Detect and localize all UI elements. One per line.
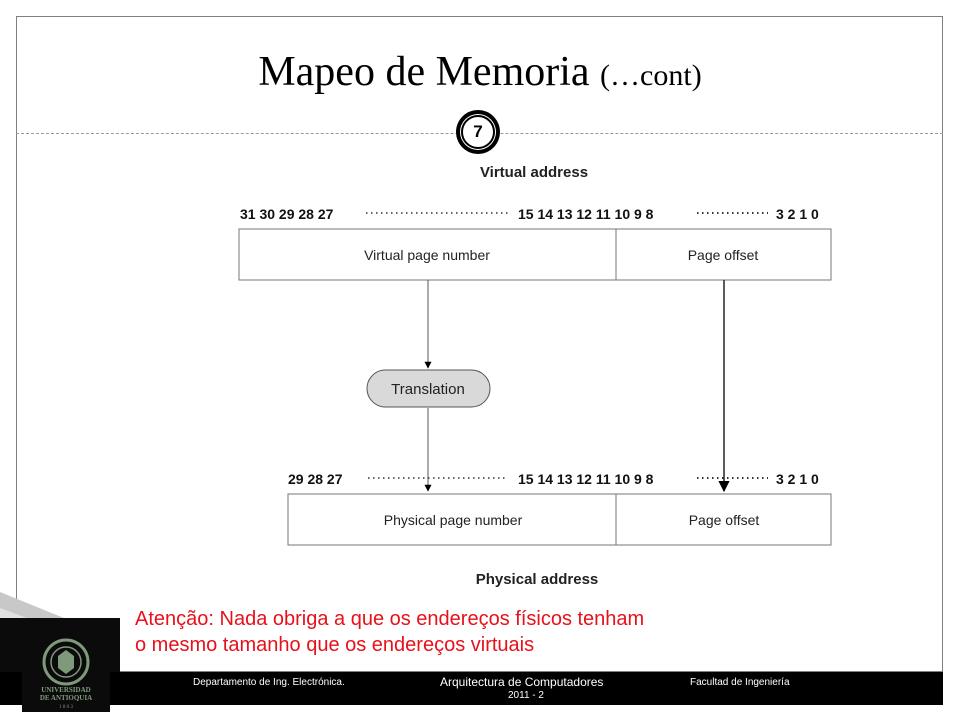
virtual-address-box (238, 228, 832, 281)
footer-bar: Departamento de Ing. Electrónica. Arquit… (0, 672, 943, 705)
virtual-bits-middle: 15 14 13 12 11 10 9 8 (518, 206, 654, 222)
logo-seal-inner (50, 646, 82, 678)
physical-page-offset-label: Page offset (689, 512, 760, 528)
page-number: 7 (461, 115, 495, 149)
address-translation-diagram: Virtual address 31 30 29 28 27 15 14 13 … (0, 164, 832, 672)
page-number-badge: 7 (456, 110, 500, 154)
footer-department: Departamento de Ing. Electrónica. (193, 677, 345, 688)
title-suffix: (…cont) (600, 59, 702, 92)
logo-text-1: UNIVERSIDAD (41, 686, 90, 694)
slide-title: Mapeo de Memoria (…cont) (0, 48, 960, 96)
virtual-page-offset-label: Page offset (688, 247, 759, 263)
logo-seal-outer (42, 638, 90, 686)
note-line-1: Atenção: Nada obriga a que os endereços … (135, 608, 645, 630)
virtual-bits-right: 3 2 1 0 (776, 206, 819, 222)
virtual-address-label: Virtual address (480, 164, 588, 181)
university-logo: UNIVERSIDAD DE ANTIOQUIA 1 8 0 3 (22, 632, 110, 712)
physical-bits-left: 29 28 27 (288, 471, 343, 487)
footer-term: 2011 - 2 (508, 690, 544, 701)
physical-address-box (287, 493, 832, 546)
logo-shield-icon (58, 650, 74, 674)
physical-bits-right: 3 2 1 0 (776, 471, 819, 487)
translation-box (366, 369, 491, 408)
physical-bits-middle: 15 14 13 12 11 10 9 8 (518, 471, 654, 487)
virtual-page-number-label: Virtual page number (364, 247, 490, 263)
footer-faculty: Facultad de Ingeniería (690, 677, 790, 688)
note-line-2: o mesmo tamanho que os endereços virtuai… (135, 634, 535, 656)
translation-label: Translation (391, 381, 465, 398)
footer-course: Arquitectura de Computadores (440, 675, 604, 689)
title-main: Mapeo de Memoria (258, 49, 590, 95)
physical-page-number-label: Physical page number (384, 512, 523, 528)
attention-note: Atenção: Nada obriga a que os endereços … (120, 600, 760, 667)
logo-text-2: DE ANTIOQUIA (40, 694, 92, 702)
physical-address-label: Physical address (476, 571, 599, 588)
virtual-bits-left: 31 30 29 28 27 (240, 206, 334, 222)
logo-text-3: 1 8 0 3 (59, 705, 73, 710)
